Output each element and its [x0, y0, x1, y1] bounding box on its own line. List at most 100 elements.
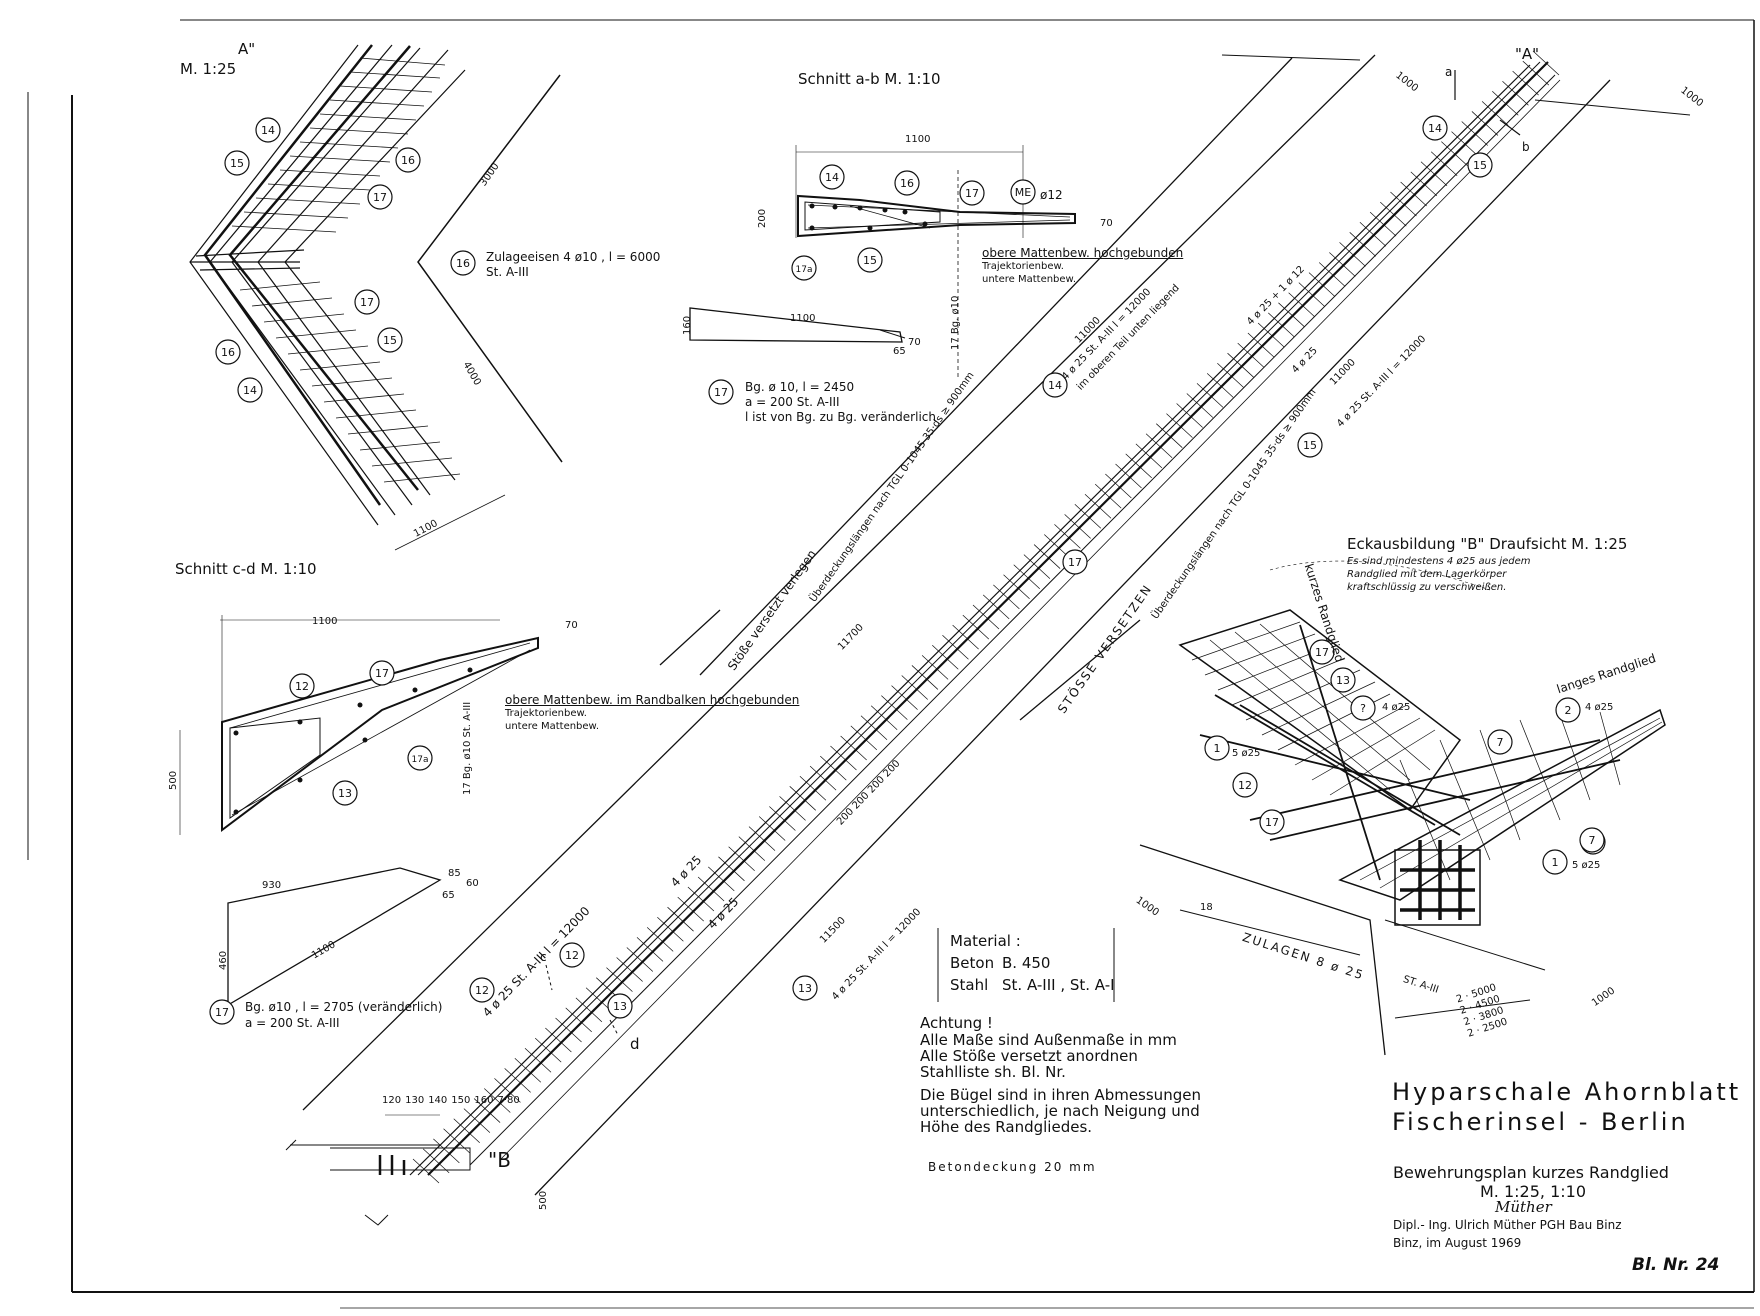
section-ab-height: 200: [757, 208, 768, 228]
section-cd-drawing: [179, 615, 539, 1007]
beam-stirrup: [463, 1108, 491, 1133]
beam-stirrup: [932, 645, 959, 670]
section-cd-width: 1100: [312, 616, 338, 627]
place-date: Binz, im August 1969: [1393, 1236, 1522, 1250]
cut-mark-c: c: [540, 950, 547, 964]
beam-stirrup: [1023, 554, 1051, 579]
bar-mark-label: 15: [230, 157, 244, 170]
bar-mark-label: 7: [1589, 834, 1596, 847]
beam-stirrup: [1156, 423, 1183, 448]
bar-2-label: 4 ø25: [1585, 702, 1614, 713]
sheet-number: Bl. Nr. 24: [1632, 1255, 1720, 1275]
bar-mark-label: 13: [798, 982, 812, 995]
beam-stirrup: [860, 715, 888, 741]
steel-label: Stahl: [950, 976, 989, 994]
shape-ab-inner: 65: [893, 346, 906, 357]
bar-mark-circle: [1467, 152, 1493, 178]
me-diameter: ø12: [1040, 188, 1063, 202]
beam-stirrup: [1145, 433, 1173, 459]
steel-value: St. A-III , St. A-I: [1002, 976, 1115, 994]
note-line: Höhe des Randgliedes.: [920, 1118, 1093, 1136]
beam-stirrup: [1125, 453, 1152, 479]
beam-stirrup: [820, 755, 847, 781]
bar-mark-label: 12: [1238, 779, 1252, 792]
beam-stirrup: [1410, 171, 1438, 197]
stirrup-ab-line1: Bg. ø 10, l = 2450: [745, 380, 855, 394]
beam-stirrup: [514, 1058, 542, 1083]
beam-stirrup: [1196, 383, 1224, 408]
bar-mark-circle: [209, 999, 235, 1025]
corner-b-title: Eckausbildung "B" Draufsicht M. 1:25: [1347, 535, 1628, 553]
bar-mark-label: 7: [1497, 736, 1504, 749]
beam-stirrup: [1298, 282, 1326, 307]
note-16-steel: St. A-III: [486, 265, 529, 279]
concrete-label: Beton: [950, 954, 995, 972]
beam-stirrup: [982, 594, 1010, 620]
beam-stirrup: [575, 997, 603, 1023]
bar-mark-circle: [377, 327, 403, 353]
bar-mark-circle: [237, 377, 263, 403]
bar-mark-circle: [1309, 639, 1335, 665]
beam-stirrup: [870, 705, 898, 730]
bar-mark-label: 16: [456, 257, 470, 270]
bar-mark-circle: [819, 164, 845, 190]
bar-mark-circle: [894, 170, 920, 196]
material-heading: Material :: [950, 932, 1021, 950]
bar-mark-circle: [1487, 729, 1513, 755]
bar-mark-label: 17a: [412, 755, 429, 765]
note-16-label: Zulageeisen 4 ø10 , l = 6000: [486, 250, 661, 264]
stirrup-ab-line3: l ist von Bg. zu Bg. veränderlich: [745, 410, 936, 424]
corner-b-label: "B: [488, 1148, 511, 1172]
beam-stirrup: [1492, 91, 1519, 116]
bar-mark-circle: [289, 673, 315, 699]
beam-stirrup: [677, 896, 704, 922]
bar-mark-label: 2: [1565, 704, 1572, 717]
bar-mark-circle: [354, 289, 380, 315]
beam-stirrup: [1115, 463, 1142, 489]
shape-cd-end3: 60: [466, 878, 479, 889]
beam-stirrup: [1278, 302, 1305, 328]
note-line: Alle Stöße versetzt anordnen: [920, 1047, 1138, 1065]
beam-stirrup: [962, 614, 990, 640]
bar-mark-circle: [450, 250, 476, 276]
beam-stirrup: [422, 1148, 450, 1174]
stirrup-ab-line2: a = 200 St. A-III: [745, 395, 840, 409]
bar-mark-circle: [857, 247, 883, 273]
beam-stirrup: [1064, 514, 1091, 539]
corner-a-scale: M. 1:25: [180, 60, 237, 78]
bar-mark-circle: [1010, 179, 1036, 205]
beam-stirrup: [921, 655, 949, 680]
beam-stirrup: [1522, 60, 1550, 86]
bar-mark-circle: [369, 660, 395, 686]
beam-stirrup: [412, 1158, 440, 1184]
beam-stirrup: [809, 765, 837, 791]
section-cd-side: 70: [565, 620, 578, 631]
bar-mark-label: 13: [613, 1000, 627, 1013]
beam-stirrup: [657, 916, 684, 942]
bar-mark-label: 16: [900, 177, 914, 190]
small-dim: 150: [451, 1095, 471, 1106]
shape-ab-height: 160: [682, 315, 693, 335]
small-dim: 140: [428, 1095, 448, 1106]
bar-mark-label: 14: [261, 124, 275, 137]
bar-mark-label: 14: [243, 384, 257, 397]
bar-mark-label: 17: [373, 191, 387, 204]
bar-mark-label: 17: [1265, 816, 1279, 829]
bar-mark-circle: [1422, 115, 1448, 141]
bar-mark-circle: [1350, 695, 1376, 721]
bar-mark-label: 17: [714, 386, 728, 399]
beam-stirrup: [728, 846, 755, 872]
bar-mark-circle: [792, 975, 818, 1001]
beam-stirrup: [1013, 564, 1040, 589]
note-line: Die Bügel sind in ihren Abmessungen: [920, 1086, 1201, 1104]
bar-mark-circle: [959, 180, 985, 206]
sheet-frame: [27, 19, 1755, 1309]
beam-stirrup: [1308, 272, 1336, 297]
beam-stirrup: [443, 1128, 470, 1154]
section-ab-title: Schnitt a-b M. 1:10: [798, 70, 941, 88]
beam-stirrup: [769, 806, 796, 831]
section-ab-note-bottom: untere Mattenbew.: [982, 274, 1076, 285]
beam-stirrup: [1502, 80, 1529, 106]
beam-stirrup: [1033, 544, 1061, 569]
